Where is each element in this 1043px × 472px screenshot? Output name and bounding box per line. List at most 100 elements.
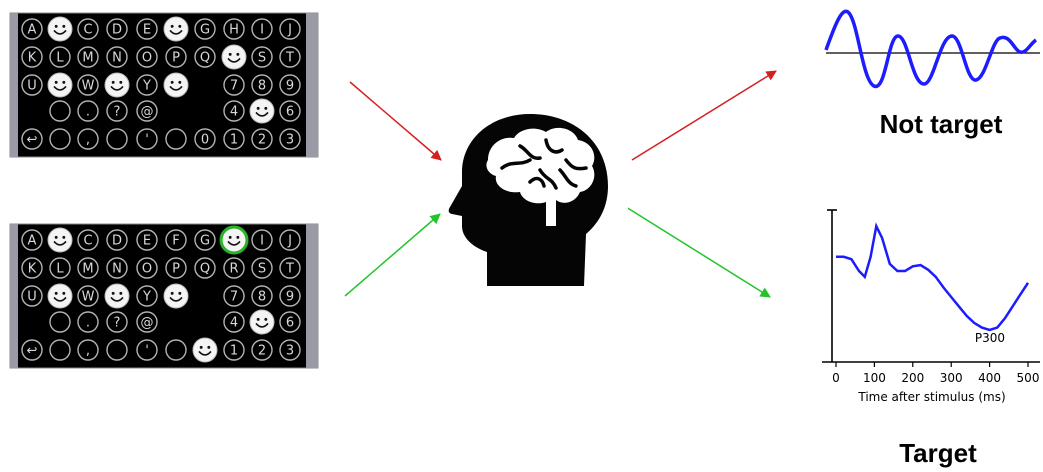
speller-key (251, 128, 273, 150)
speller-key (279, 285, 301, 307)
speller-key-label: 4 (230, 316, 238, 331)
x-axis-label: Time after stimulus (ms) (857, 390, 1005, 404)
speller-key-label: . (86, 316, 90, 331)
p300-annotation: P300 (975, 331, 1005, 345)
speller-key-label: 9 (286, 290, 294, 305)
speller-key (194, 128, 216, 150)
speller-key-label: Q (200, 262, 210, 277)
speller-key-label: T (285, 262, 294, 277)
smiley-icon (249, 309, 275, 335)
speller-key-label: M (82, 51, 93, 66)
speller-key-label: 0 (201, 133, 209, 148)
speller-key-label: F (172, 234, 179, 249)
head-brain-icon (442, 110, 628, 290)
speller-key (136, 74, 158, 96)
speller-key-label: @ (141, 316, 154, 331)
smiley-icon (163, 72, 189, 98)
speller-key (194, 229, 216, 251)
x-tick-label: 100 (863, 371, 886, 385)
speller-key (49, 100, 71, 122)
speller-key (106, 46, 128, 68)
speller-key-label: 3 (286, 133, 294, 148)
speller-key-label: @ (141, 105, 154, 120)
smiley-icon (47, 227, 73, 253)
speller-key (136, 311, 158, 333)
speller-key-label: 6 (286, 316, 294, 331)
speller-key (49, 257, 71, 279)
speller-key (279, 128, 301, 150)
speller-key (223, 339, 245, 361)
speller-key (106, 100, 128, 122)
x-tick-label: 0 (832, 371, 840, 385)
speller-key (279, 18, 301, 40)
speller-key (279, 46, 301, 68)
speller-key (49, 128, 71, 150)
speller-key (223, 311, 245, 333)
speller-key-label: C (83, 23, 92, 38)
speller-key-label: E (143, 234, 151, 249)
speller-key-label: D (112, 23, 122, 38)
speller-key (251, 285, 273, 307)
speller-key-label: N (112, 262, 122, 277)
speller-key (251, 339, 273, 361)
speller-key-label: 3 (286, 344, 294, 359)
speller-key (279, 257, 301, 279)
speller-key-label: ' (145, 133, 149, 148)
speller-key-label: U (27, 79, 37, 94)
speller-key (136, 128, 158, 150)
speller-key-label: 4 (230, 105, 238, 120)
speller-key-label: 1 (230, 344, 238, 359)
speller-key-label: ↩ (27, 133, 38, 148)
arrow-bottom-to-head (344, 213, 441, 297)
speller-key (106, 339, 128, 361)
not-target-waveform (824, 9, 1040, 88)
speller-key-label: D (112, 234, 122, 249)
arrow-head-to-not-target (631, 70, 777, 161)
speller-key (21, 257, 43, 279)
speller-key (21, 74, 43, 96)
speller-key-label: H (229, 23, 239, 38)
speller-key-label: Y (142, 79, 151, 94)
speller-key (279, 311, 301, 333)
speller-key (194, 257, 216, 279)
speller-key (106, 229, 128, 251)
speller-key (77, 100, 99, 122)
speller-key-label: 2 (258, 344, 266, 359)
speller-key-label: J (287, 23, 292, 38)
speller-key (106, 257, 128, 279)
x-tick-label: 500 (1017, 371, 1040, 385)
speller-key (136, 257, 158, 279)
speller-key (21, 18, 43, 40)
speller-key (223, 18, 245, 40)
speller-key-label: P (172, 51, 180, 66)
speller-key (21, 285, 43, 307)
speller-key (77, 46, 99, 68)
x-tick-label: 400 (978, 371, 1001, 385)
speller-key-label: O (142, 262, 152, 277)
speller-key-label: Q (200, 51, 210, 66)
speller-key (106, 311, 128, 333)
speller-key (106, 18, 128, 40)
speller-key (165, 339, 187, 361)
speller-key (77, 74, 99, 96)
speller-key-label: 9 (286, 79, 294, 94)
speller-key (21, 128, 43, 150)
speller-key-label: 7 (230, 79, 238, 94)
speller-key (21, 339, 43, 361)
speller-key (21, 229, 43, 251)
speller-key-label: I (260, 23, 264, 38)
smiley-icon (104, 72, 130, 98)
x-tick-label: 200 (901, 371, 924, 385)
speller-key-label: W (82, 79, 95, 94)
speller-key-label: S (258, 262, 266, 277)
smiley-icon (47, 72, 73, 98)
speller-key-label: ? (114, 105, 121, 120)
smiley-icon (104, 283, 130, 309)
speller-key (136, 229, 158, 251)
speller-key-label: 8 (258, 290, 266, 305)
speller-key (77, 257, 99, 279)
speller-key-label: S (258, 51, 266, 66)
